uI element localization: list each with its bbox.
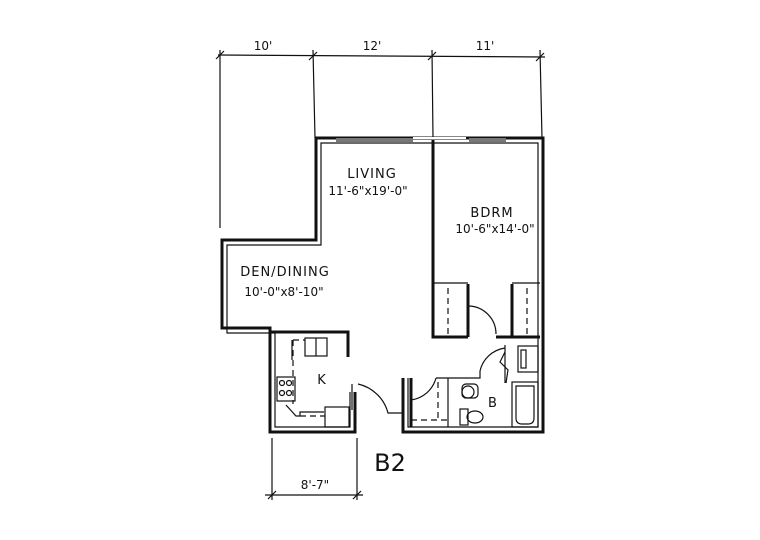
bottom-dimension-lines (265, 438, 363, 500)
room-name-kitchen: K (317, 373, 327, 388)
dimension-label-kitchen: 8'-7" (301, 478, 329, 492)
room-size-den-dining: 10'-0"x8'-10" (244, 285, 323, 299)
dimension-label-1: 10' (254, 39, 273, 53)
dimension-label-2: 12' (363, 39, 382, 53)
unit-name: B2 (374, 449, 406, 477)
interior-walls (270, 140, 540, 428)
room-name-living: LIVING (347, 167, 397, 182)
dimension-label-3: 11' (476, 39, 495, 53)
room-name-den-dining: DEN/DINING (240, 265, 330, 280)
exterior-walls (220, 136, 545, 434)
room-size-bedroom: 10'-6"x14'-0" (455, 222, 534, 236)
room-name-bedroom: BDRM (470, 206, 513, 221)
top-dimension-lines (215, 49, 546, 228)
room-size-living: 11'-6"x19'-0" (328, 184, 407, 198)
room-name-bath: B (488, 396, 498, 411)
